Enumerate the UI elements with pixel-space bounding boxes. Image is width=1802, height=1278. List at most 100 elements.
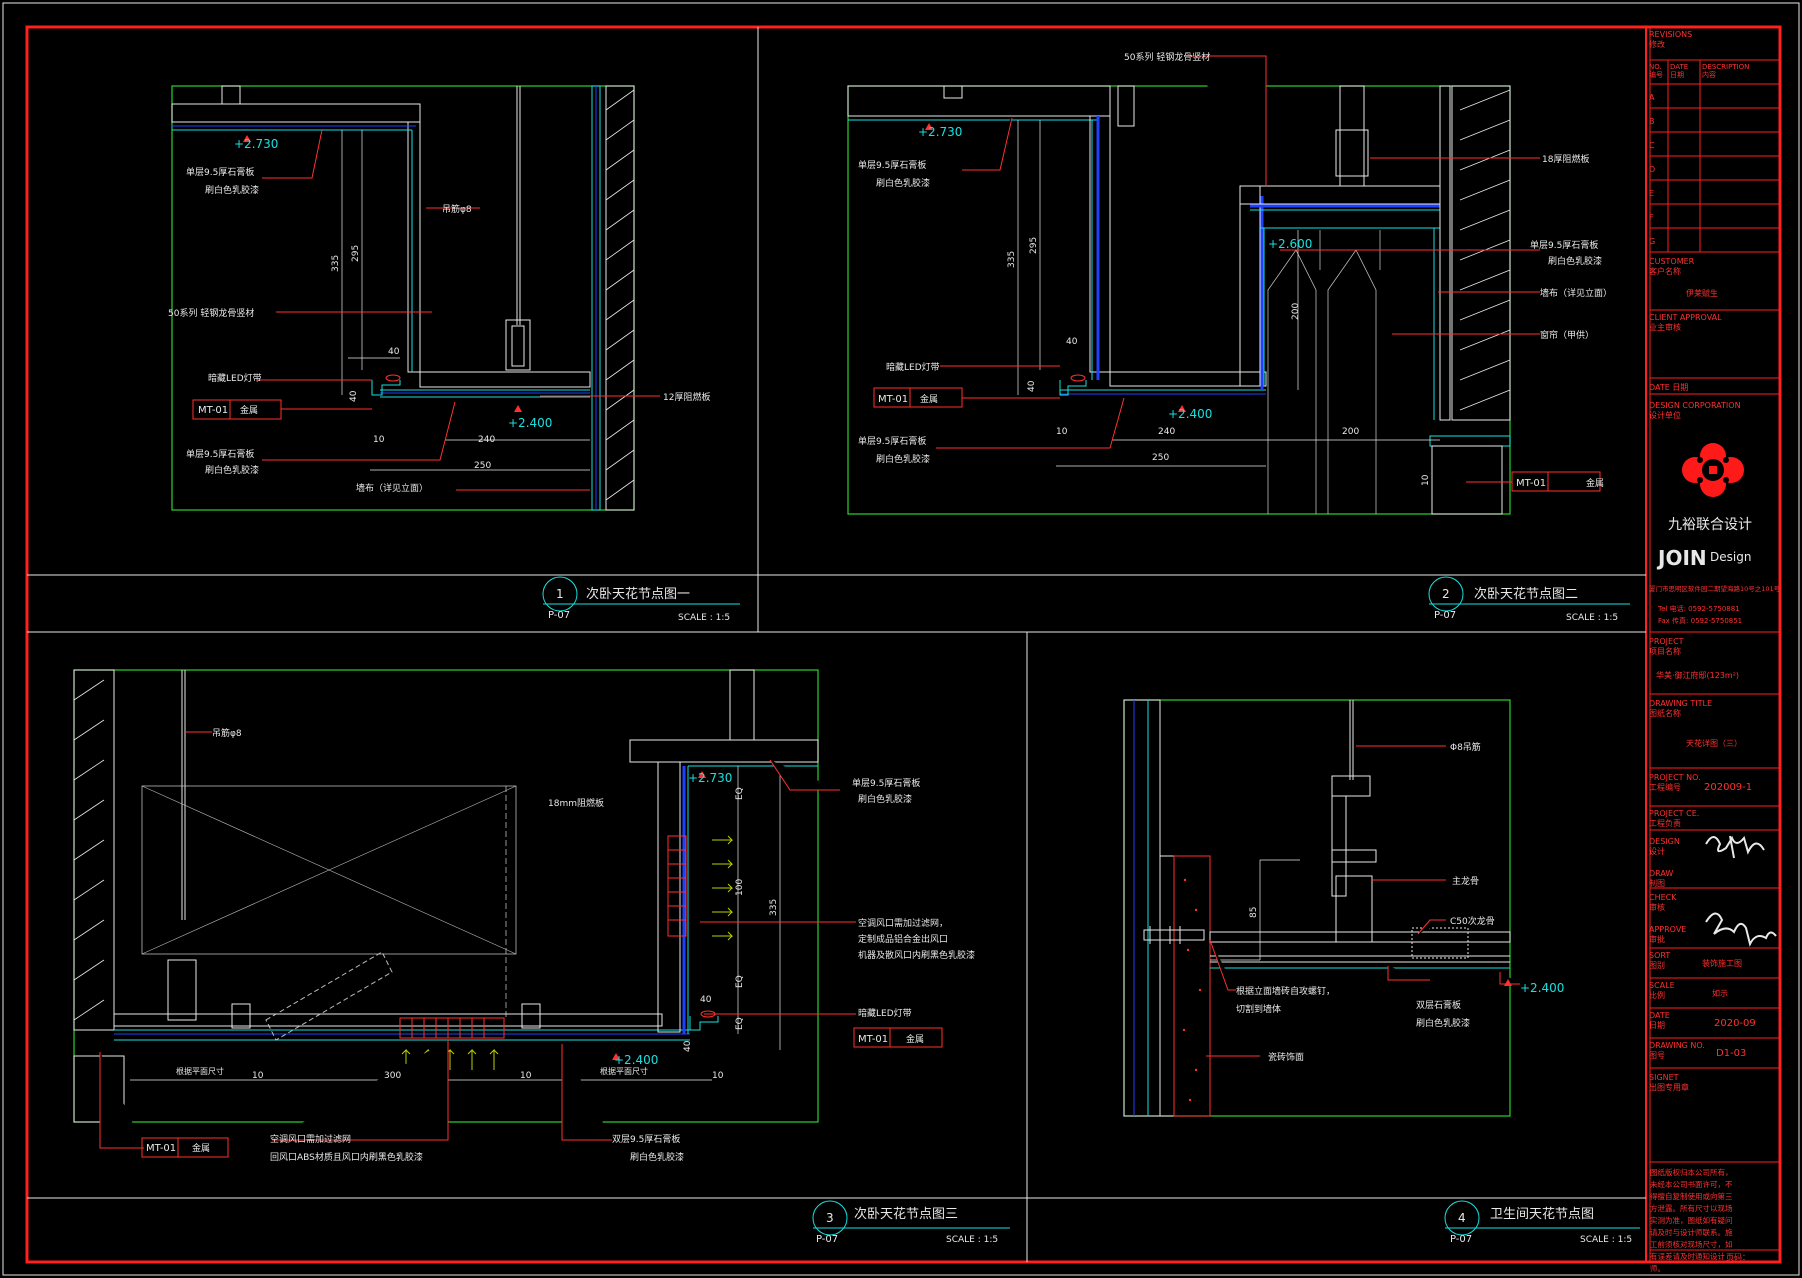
detail-title: 次卧天花节点图二 (1474, 586, 1578, 602)
date-label-cn: 日期 (1649, 1021, 1665, 1030)
elevation-label: +2.730 (688, 771, 732, 785)
rev-row: C (1649, 141, 1655, 150)
detail-scale: SCALE : 1:5 (678, 613, 730, 623)
revisions-label-cn: 修改 (1649, 40, 1665, 49)
keel-label: 50系列 轻钢龙骨竖材 (168, 307, 254, 319)
material-tag: MT-01 (858, 1034, 888, 1045)
sheet-border (25, 25, 1782, 1264)
date-value: 2020-09 (1714, 1018, 1756, 1029)
company-logo (1682, 443, 1744, 497)
rod-label: Φ8吊筋 (1450, 741, 1481, 753)
rev-desc-header-cn: 内容 (1702, 71, 1716, 79)
detail-title: 卫生间天花节点图 (1490, 1206, 1594, 1222)
rod-label: 吊筋φ8 (442, 203, 472, 215)
dimension: 40 (700, 995, 712, 1005)
detail-number: 2 (1442, 587, 1450, 601)
rev-row: B (1649, 117, 1655, 126)
paint-label: 刷白色乳胶漆 (858, 793, 912, 805)
drawing-no-value: D1-03 (1716, 1048, 1747, 1059)
rev-desc-header: DESCRIPTION (1702, 63, 1750, 71)
elevation-label: +2.400 (1168, 407, 1212, 421)
led-label: 暗藏LED灯带 (208, 372, 262, 384)
dimension: 200 (1291, 303, 1301, 320)
scale-label: SCALE (1649, 981, 1675, 990)
paint-label: 刷白色乳胶漆 (205, 464, 259, 476)
wall-label: 墙布（详见立面） (356, 482, 428, 494)
dimension: EQ (735, 1017, 745, 1030)
dimension: 根据平面尺寸 (600, 1066, 648, 1076)
board-label: 单层9.5厚石膏板 (1530, 239, 1598, 251)
company-name-design: Design (1710, 550, 1752, 564)
material-name: 金属 (920, 393, 938, 405)
project-ce-label: PROJECT CE. (1649, 809, 1700, 818)
plywood-label: 12厚阻燃板 (663, 391, 710, 403)
led-label: 暗藏LED灯带 (858, 1007, 912, 1019)
company-name-cn: 九裕联合设计 (1668, 517, 1752, 533)
detail-number: 4 (1458, 1211, 1466, 1225)
dimension: 300 (384, 1071, 401, 1081)
drawing-title-label: DRAWING TITLE (1649, 699, 1713, 708)
vent-note: 回风口ABS材质且风口内刷黑色乳胶漆 (270, 1151, 423, 1163)
led-label: 暗藏LED灯带 (886, 361, 940, 373)
elevation-label: +2.400 (508, 416, 552, 430)
dimension: 200 (1342, 427, 1359, 437)
company-tel: Tel 电话: 0592-5750881 (1658, 605, 1740, 613)
design-label: DESIGN (1649, 837, 1680, 846)
paint-label: 刷白色乳胶漆 (1548, 255, 1602, 267)
designer-signature (1705, 835, 1765, 859)
anchor-note: 切割到墙体 (1236, 1003, 1281, 1015)
draw-label: DRAW (1649, 869, 1674, 878)
sort-label: SORT (1649, 951, 1671, 960)
board-label: 单层9.5厚石膏板 (852, 777, 920, 789)
material-name: 金属 (1586, 477, 1604, 489)
company-address: 厦门市思明区软件园二期望海路10号之101号 (1649, 585, 1781, 593)
dimension: 10 (1056, 427, 1068, 437)
dimension: 335 (769, 899, 779, 916)
detail-1: +2.730 +2.400 单层9.5厚石膏板 刷白色乳胶漆 50系列 轻钢龙骨… (168, 85, 740, 623)
wall-label: 墙布（详见立面） (1540, 287, 1612, 299)
project-ce-label-cn: 工程负责 (1649, 819, 1681, 828)
dimension: 40 (388, 347, 400, 357)
elevation-label: +2.400 (614, 1053, 658, 1067)
vent-note: 空调风口需加过滤网 (270, 1133, 351, 1145)
paint-label: 刷白色乳胶漆 (1416, 1017, 1470, 1029)
title-block-grid (1650, 59, 1780, 1251)
approve-label-cn: 审批 (1649, 935, 1665, 944)
detail-scale: SCALE : 1:5 (1580, 1235, 1632, 1245)
dimension: 10 (252, 1071, 264, 1081)
board-label: 双层9.5厚石膏板 (612, 1133, 680, 1145)
dimension: 295 (1029, 237, 1039, 254)
keel-label: 50系列 轻钢龙骨竖材 (1124, 51, 1210, 63)
revisions-label: REVISIONS (1649, 30, 1693, 39)
rev-row: F (1649, 213, 1654, 222)
rev-row: A (1649, 93, 1655, 102)
sheet-ref: P-07 (816, 1234, 838, 1245)
board-label: 单层9.5厚石膏板 (858, 435, 926, 447)
signet-label-cn: 出图专用章 (1649, 1083, 1689, 1092)
check-label: CHECK (1649, 893, 1677, 902)
dimension: 240 (478, 435, 495, 445)
page-label: 页码： (1726, 1253, 1750, 1262)
curtain-label: 窗帘（甲供） (1540, 329, 1594, 341)
vent-note: 机器及散风口内刷黑色乳胶漆 (858, 949, 975, 961)
draw-label-cn: 制图 (1649, 879, 1665, 888)
title-block: REVISIONS 修改 NO. 编号 DATE 日期 DESCRIPTION … (1646, 27, 1780, 1273)
approve-label: APPROVE (1649, 925, 1687, 934)
dimension: 40 (1027, 380, 1037, 392)
dimension: 10 (373, 435, 385, 445)
dimension: EQ (735, 787, 745, 800)
detail-scale: SCALE : 1:5 (1566, 613, 1618, 623)
keel-label: C50次龙骨 (1450, 915, 1495, 927)
project-label: PROJECT (1649, 637, 1684, 646)
company-name-en: JOIN (1658, 546, 1707, 570)
dimension: 295 (351, 245, 361, 262)
sort-value: 装饰施工图 (1702, 959, 1742, 968)
keel-label: 主龙骨 (1452, 875, 1479, 887)
rev-row: E (1649, 189, 1655, 198)
elevation-label: +2.730 (918, 125, 962, 139)
project-no-value: 202009-1 (1704, 782, 1753, 793)
dimension: 250 (474, 461, 491, 471)
anchor-note: 根据立面墙砖自攻螺钉， (1236, 985, 1335, 997)
client-approval-label-cn: 业主审核 (1649, 323, 1681, 332)
